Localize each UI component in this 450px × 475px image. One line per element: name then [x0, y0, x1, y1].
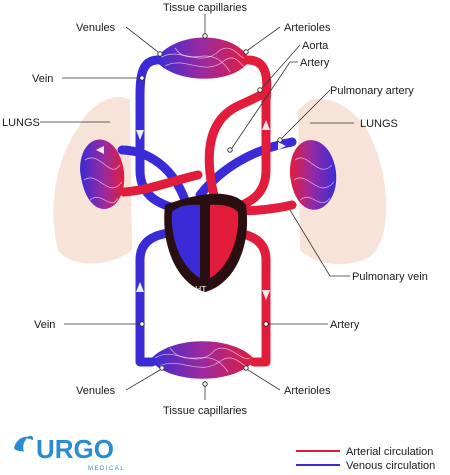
- flow-arrows: [96, 120, 286, 300]
- left-lung-capillaries: [80, 139, 125, 209]
- right-heart-label-1: RIGHT: [180, 284, 206, 294]
- pulmonary-vein-left: [119, 170, 203, 197]
- right-heart-chamber: [171, 204, 200, 278]
- arrow-down-vein: [136, 130, 144, 140]
- left-heart-label-1: LEFT: [218, 284, 239, 294]
- arrow-into-left-lung: [96, 146, 104, 154]
- arrow-up-artery: [262, 120, 270, 130]
- legend-arterial-label: Arterial circulation: [346, 446, 433, 458]
- vein-left-trunk: [135, 55, 185, 215]
- artery-right-trunk: [223, 55, 272, 215]
- arrow-into-right-lung: [278, 142, 286, 150]
- bottom-capillary-bed: [150, 341, 255, 379]
- label-vein-top: Vein: [32, 73, 53, 85]
- legend-venous-label: Venous circulation: [346, 460, 435, 472]
- right-lung: [298, 98, 387, 265]
- label-venules-top: Venules: [76, 22, 116, 34]
- arrow-up-vein: [136, 282, 144, 292]
- label-lungs-right: LUNGS: [360, 118, 398, 130]
- left-heart-label-2: HEART: [216, 294, 245, 304]
- label-aorta: Aorta: [302, 40, 329, 52]
- heart: RIGHT HEART LEFT HEART: [164, 193, 248, 304]
- arrow-down-artery: [262, 290, 270, 300]
- label-tissue-capillaries-bottom: Tissue capillaries: [163, 405, 247, 417]
- label-artery-bottom: Artery: [330, 319, 360, 331]
- label-tissue-capillaries-top: Tissue capillaries: [163, 2, 247, 14]
- label-lungs-left: LUNGS: [2, 117, 40, 129]
- aorta-arch: [204, 87, 271, 205]
- label-vein-bottom: Vein: [34, 319, 55, 331]
- label-pulmonary-artery: Pulmonary artery: [330, 85, 414, 97]
- label-arterioles-top: Arterioles: [284, 22, 331, 34]
- right-heart-label-2: HEART: [178, 294, 207, 304]
- leader-lines: [40, 14, 354, 400]
- left-heart-chamber: [210, 204, 239, 278]
- pulmonary-artery-left: [117, 145, 190, 205]
- legend: Arterial circulation Venous circulation: [296, 446, 435, 472]
- urgo-logo: URGO MEDICAL: [14, 434, 125, 472]
- right-lung-capillaries: [289, 140, 337, 210]
- label-arterioles-bottom: Arterioles: [284, 385, 331, 397]
- label-venules-bottom: Venules: [76, 385, 116, 397]
- top-capillary-bed: [155, 37, 250, 79]
- logo-text: URGO: [36, 434, 114, 464]
- logo-figure-icon: [14, 435, 34, 452]
- logo-subtext: MEDICAL: [88, 466, 125, 472]
- label-artery-top: Artery: [300, 57, 330, 69]
- label-pulmonary-vein: Pulmonary vein: [352, 271, 428, 283]
